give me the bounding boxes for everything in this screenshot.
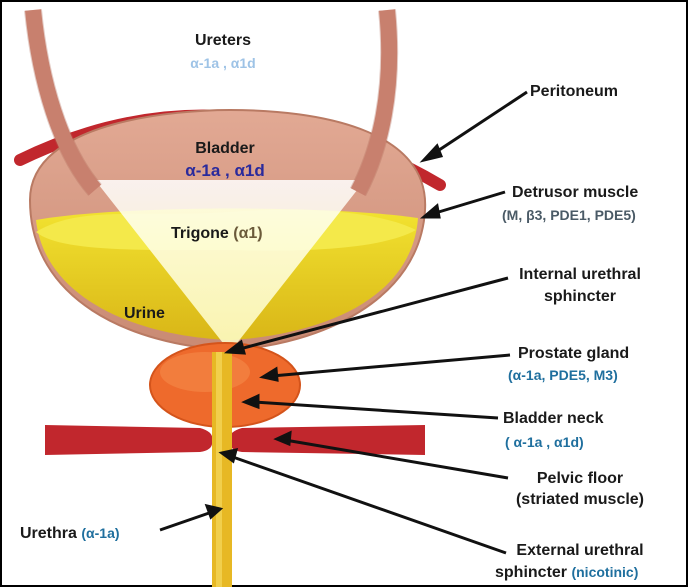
external-sphincter-label-2: sphincter (nicotinic) <box>495 563 638 582</box>
urethra-highlight <box>216 352 222 587</box>
trigone-receptor: (α1) <box>233 225 262 242</box>
arrow-detrusor <box>432 192 505 214</box>
bladder-receptors: α-1a , α1d <box>165 162 285 180</box>
internal-sphincter-label-2: sphincter <box>505 288 655 306</box>
pelvic-floor-label-2: (striated muscle) <box>505 491 655 509</box>
prostate-receptors: (α-1a, PDE5, M3) <box>508 366 618 384</box>
external-sphincter-label-1: External urethral <box>500 542 660 560</box>
internal-sphincter-label-1: Internal urethral <box>505 266 655 284</box>
urethra-text: Urethra <box>20 525 77 542</box>
detrusor-label: Detrusor muscle <box>512 184 638 202</box>
peritoneum-label: Peritoneum <box>530 83 618 101</box>
prostate-highlight <box>160 352 250 392</box>
arrow-peritoneum <box>430 92 527 156</box>
ureters-receptors: α-1a , α1d <box>175 54 271 72</box>
pelvic-floor-left <box>45 425 212 455</box>
ureters-label: Ureters <box>188 32 258 50</box>
detrusor-receptors: (M, β3, PDE1, PDE5) <box>502 206 636 224</box>
bladder-neck-receptors: ( α-1a , α1d) <box>505 433 584 451</box>
prostate-label: Prostate gland <box>518 345 629 363</box>
trigone-label: Trigone (α1) <box>171 225 263 243</box>
external-sphincter-receptor: (nicotinic) <box>571 564 638 580</box>
trigone-text: Trigone <box>171 225 229 242</box>
bladder-neck-label: Bladder neck <box>503 410 603 428</box>
arrow-bladder-neck <box>254 402 498 418</box>
urethra-receptor: (α-1a) <box>81 525 119 541</box>
arrow-prostate <box>272 355 510 376</box>
urine-label: Urine <box>124 305 165 323</box>
pelvic-floor-right <box>230 425 425 455</box>
external-sphincter-text: sphincter <box>495 564 567 581</box>
urethra-label: Urethra (α-1a) <box>20 524 120 543</box>
pelvic-floor-label-1: Pelvic floor <box>505 470 655 488</box>
bladder-label: Bladder <box>187 140 263 158</box>
arrow-urethra <box>160 512 212 530</box>
